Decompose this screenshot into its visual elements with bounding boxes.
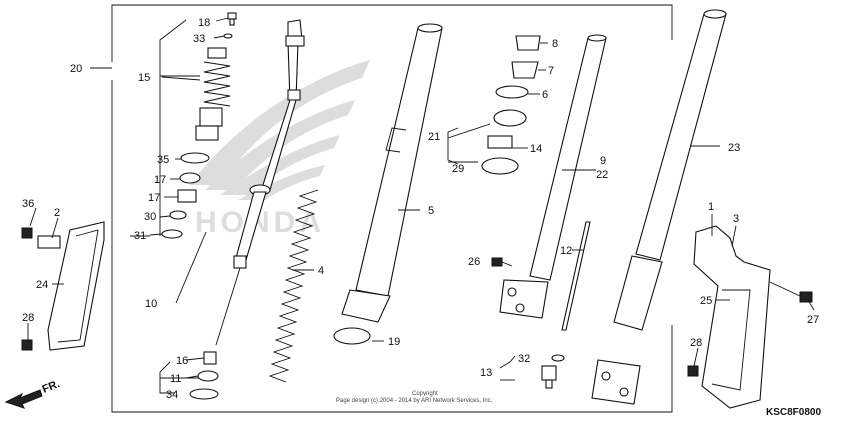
label-6: 6 [542,89,548,101]
right-fork-guard [687,225,813,409]
left-fork-guard [21,221,105,351]
label-16: 16 [176,355,188,367]
diagram-code: KSC8F0800 [766,407,821,418]
leader-lines [27,17,815,379]
label-17a: 17 [154,174,166,186]
label-30: 30 [144,211,156,223]
label-33: 33 [193,33,205,45]
copyright-line-2: Page design (c) 2004 - 2014 by ARI Netwo… [336,398,493,404]
label-21: 21 [428,131,440,143]
front-marker-text: FR. [41,378,62,396]
label-35: 35 [157,154,169,166]
label-31: 31 [134,230,146,242]
stem-bearing-parts [481,35,541,175]
label-20: 20 [70,63,82,75]
label-36: 36 [22,198,34,210]
front-direction-arrow: FR. [4,378,62,409]
label-34: 34 [166,389,178,401]
label-4: 4 [318,265,324,277]
label-26: 26 [468,256,480,268]
right-fork-tube [591,9,727,405]
label-22: 22 [596,169,608,181]
label-11: 11 [170,373,181,385]
label-8: 8 [552,38,558,50]
label-7: 7 [548,65,554,77]
small-parts-left [161,12,237,400]
damper-assembly [195,47,231,141]
label-23: 23 [728,142,740,154]
label-24: 24 [36,279,48,291]
label-27: 27 [807,314,819,326]
pipe [561,221,591,331]
label-1: 1 [708,201,714,213]
label-19: 19 [388,336,400,348]
label-12: 12 [560,245,572,257]
fork-spring [268,189,319,383]
bolt [491,257,513,267]
label-32: 32 [518,353,530,365]
label-10: 10 [145,298,157,310]
copyright-line-1: Copyright [412,391,438,397]
label-13: 13 [480,367,492,379]
outer-tube [333,23,443,345]
center-fork-tube [499,34,607,319]
assembly-boundary [90,4,673,413]
label-3: 3 [733,213,739,225]
leader-brackets [130,19,516,394]
label-28b: 28 [690,337,702,349]
label-18: 18 [198,17,210,29]
part-number-labels: 20 18 33 15 35 17 17 30 31 10 16 11 34 4… [22,17,819,401]
cartridge-rod-assembly [215,19,305,346]
label-29: 29 [452,163,464,175]
label-15: 15 [138,72,150,84]
label-14: 14 [530,143,542,155]
label-5: 5 [428,205,434,217]
label-2: 2 [54,207,60,219]
label-25: 25 [700,295,712,307]
label-28a: 28 [22,312,34,324]
drain-bolt [541,354,565,389]
footer-text: Copyright Page design (c) 2004 - 2014 by… [336,391,821,418]
label-17b: 17 [148,192,160,204]
label-9: 9 [600,155,606,167]
